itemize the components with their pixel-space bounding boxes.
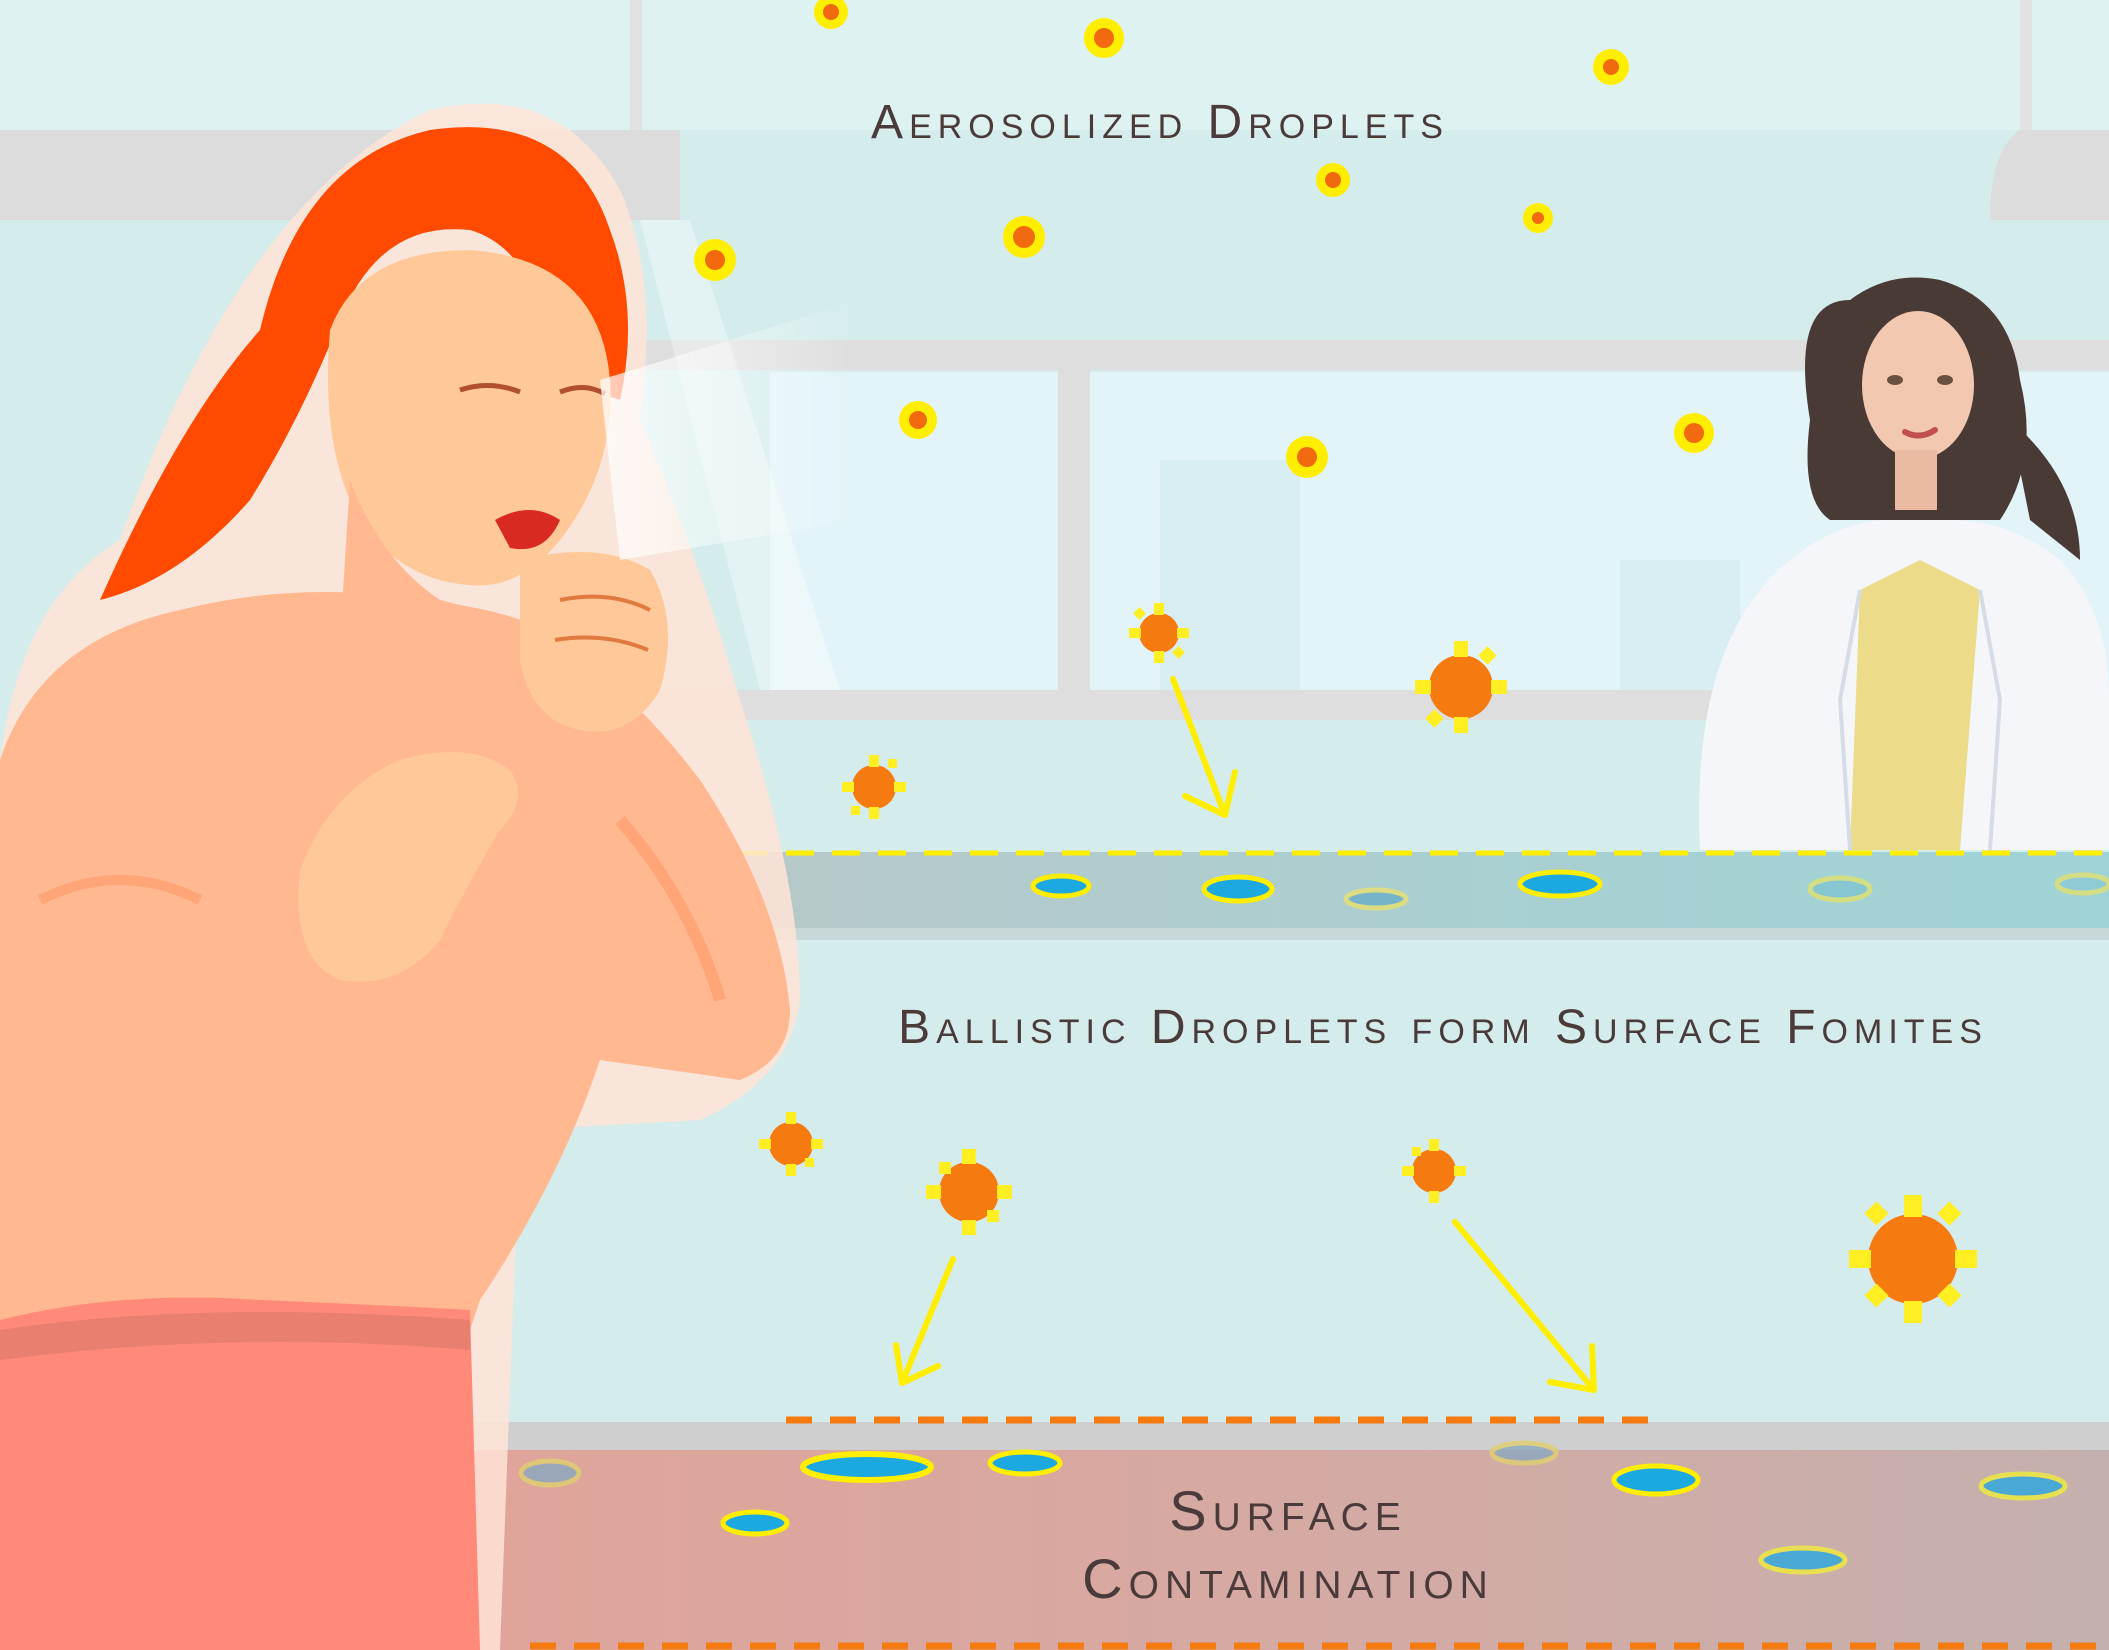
down-arrow-icon: [893, 1256, 956, 1386]
label-contamination: Contamination: [1082, 1547, 1494, 1610]
fomite-puddle-icon: [1489, 1440, 1559, 1466]
fomite-puddle-icon: [1201, 874, 1275, 904]
aerosol-droplet: [1593, 49, 1629, 85]
virus-particle-icon: [842, 755, 906, 819]
label-ballistic-droplets: Ballistic Droplets form Surface Fomites: [898, 1001, 1988, 1054]
virus-particle-icon: [759, 1112, 823, 1176]
fomite-puddle-icon: [1030, 873, 1092, 899]
aerosol-droplet: [1084, 18, 1124, 58]
ceiling-light-right: [1990, 130, 2109, 220]
aerosol-droplet: [1523, 203, 1553, 233]
aerosol-droplet: [1286, 436, 1328, 478]
surface-fomites: [518, 1440, 2068, 1575]
down-arrow-icon: [1452, 1219, 1597, 1393]
aerosol-droplet: [1674, 413, 1714, 453]
fomite-puddle-icon: [1758, 1545, 1848, 1575]
bystander-shirt: [1850, 560, 1980, 850]
window-mullion: [1058, 340, 1090, 720]
person-fist: [520, 552, 668, 732]
upper-table-top: [720, 852, 2109, 928]
upper-table-fomites: [1030, 869, 2109, 911]
virus-particle-icon: [1402, 1139, 1466, 1203]
fomite-puddle-icon: [987, 1449, 1063, 1477]
bystander-person: [1699, 277, 2109, 851]
coughing-person: [0, 103, 800, 1650]
aerosol-droplet: [1003, 216, 1045, 258]
virus-particle-icon: [926, 1149, 1012, 1235]
fomite-puddle-icon: [800, 1451, 934, 1483]
trajectory-arrows: [893, 676, 1597, 1393]
down-arrow-icon: [1170, 676, 1238, 818]
fomite-puddle-icon: [1343, 887, 1409, 911]
fomite-puddle-icon: [1517, 869, 1603, 899]
fomite-puddle-icon: [518, 1458, 582, 1488]
aerosol-droplet: [899, 401, 937, 439]
aerosol-droplets: [694, 0, 1714, 478]
person-mouth: [495, 510, 560, 550]
aerosol-droplet: [1316, 163, 1350, 197]
fomite-puddle-icon: [2054, 872, 2109, 896]
label-surface: Surface: [1169, 1479, 1407, 1542]
person-chest-hand: [298, 752, 518, 982]
virus-particle-icon: [1849, 1195, 1977, 1323]
fomite-puddle-icon: [1978, 1471, 2068, 1501]
upper-table: [720, 850, 2109, 940]
aerosol-droplet: [694, 239, 736, 281]
person-skirt: [0, 1297, 480, 1650]
label-aerosolized-droplets: Aerosolized Droplets: [871, 96, 1449, 149]
bystander-face: [1862, 311, 1974, 459]
person-face: [328, 250, 611, 586]
fomite-puddle-icon: [720, 1509, 790, 1537]
aerosol-droplet: [814, 0, 848, 29]
fomite-puddle-icon: [1611, 1463, 1701, 1497]
person-hair: [100, 127, 628, 601]
virus-particle-icon: [1415, 641, 1507, 733]
fomite-puddle-icon: [1807, 875, 1873, 903]
cough-haze: [600, 300, 860, 560]
lower-surface: [470, 1416, 2109, 1650]
